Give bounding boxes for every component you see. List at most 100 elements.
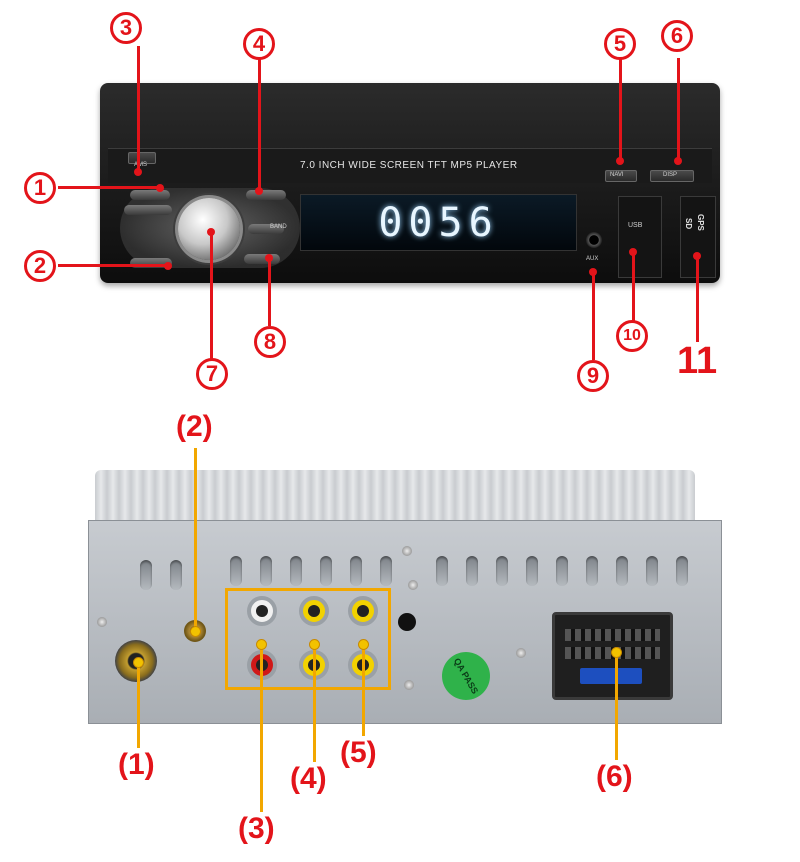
callout-7-line xyxy=(210,232,213,360)
lcd-display: 0056 xyxy=(300,194,577,251)
callout-1: 1 xyxy=(24,172,56,204)
callout-9-dot xyxy=(589,268,597,276)
screw xyxy=(402,546,412,556)
callout-7: 7 xyxy=(196,358,228,390)
callout-11: 11 xyxy=(677,340,718,382)
vent xyxy=(616,556,628,586)
callout-r4-line xyxy=(313,644,316,762)
callout-6-line xyxy=(677,58,680,160)
mid-left-button[interactable] xyxy=(124,205,172,215)
rca-yellow-top-mid[interactable] xyxy=(299,596,329,626)
callout-6: 6 xyxy=(661,20,693,52)
navi-label: NAVI xyxy=(610,172,624,178)
bottom-left-button[interactable] xyxy=(130,258,172,268)
vent xyxy=(170,560,182,590)
vent xyxy=(496,556,508,586)
vent xyxy=(646,556,658,586)
callout-r4-dot xyxy=(309,639,320,650)
callout-5: 5 xyxy=(604,28,636,60)
callout-4-dot xyxy=(255,187,263,195)
callout-2-line xyxy=(58,264,166,267)
rca-white-top[interactable] xyxy=(247,596,277,626)
band-label: BAND xyxy=(270,224,287,230)
callout-3-line xyxy=(137,46,140,172)
callout-8-dot xyxy=(265,254,273,262)
fuse xyxy=(580,668,642,684)
vent xyxy=(466,556,478,586)
aux-jack[interactable] xyxy=(586,232,602,248)
callout-2: 2 xyxy=(24,250,56,282)
sd-label: SD xyxy=(684,218,693,230)
callout-r5: (5) xyxy=(340,736,377,769)
callout-9-line xyxy=(592,272,595,360)
disp-button[interactable] xyxy=(650,170,694,182)
gps-label: GPS xyxy=(696,214,705,231)
vent xyxy=(350,556,362,586)
lcd-display-value: 0056 xyxy=(378,199,499,246)
screw xyxy=(404,680,414,690)
vent xyxy=(556,556,568,586)
vent xyxy=(230,556,242,586)
callout-8: 8 xyxy=(254,326,286,358)
top-left-button[interactable] xyxy=(130,190,170,200)
pin-row xyxy=(565,629,660,641)
callout-1-dot xyxy=(156,184,164,192)
ams-label: AMS xyxy=(134,162,148,168)
callout-r2-dot xyxy=(190,626,201,637)
chassis-top xyxy=(95,470,695,525)
bottom-right-button[interactable] xyxy=(244,254,280,264)
callout-r2: (2) xyxy=(176,410,213,443)
callout-2-dot xyxy=(164,262,172,270)
vent xyxy=(436,556,448,586)
vent xyxy=(586,556,598,586)
rca-yellow-top-right[interactable] xyxy=(348,596,378,626)
navi-button[interactable] xyxy=(605,170,637,182)
callout-3-dot xyxy=(134,168,142,176)
callout-9: 9 xyxy=(577,360,609,392)
ams-button[interactable] xyxy=(128,152,156,164)
callout-10-line xyxy=(632,252,635,322)
callout-6-dot xyxy=(674,157,682,165)
callout-1-line xyxy=(58,186,158,189)
callout-4-line xyxy=(258,58,261,190)
vent xyxy=(380,556,392,586)
callout-r5-dot xyxy=(358,639,369,650)
band-button[interactable] xyxy=(248,224,284,234)
vent xyxy=(676,556,688,586)
vent xyxy=(260,556,272,586)
screw xyxy=(97,617,107,627)
callout-r2-line xyxy=(194,448,197,630)
callout-5-dot xyxy=(616,157,624,165)
disp-label: DISP xyxy=(663,172,678,178)
callout-r6-line xyxy=(615,652,618,760)
callout-r1: (1) xyxy=(118,748,155,781)
rca-group-box xyxy=(225,588,391,690)
callout-10-dot xyxy=(629,248,637,256)
usb-label: USB xyxy=(628,222,643,229)
black-plug xyxy=(398,613,416,631)
callout-8-line xyxy=(268,258,271,326)
vent xyxy=(526,556,538,586)
callout-r3-dot xyxy=(256,639,267,650)
callout-10: 10 xyxy=(616,320,648,352)
callout-r6-dot xyxy=(611,647,622,658)
aux-label: AUX xyxy=(586,256,599,262)
callout-r3-line xyxy=(260,644,263,812)
callout-5-line xyxy=(619,58,622,160)
callout-4: 4 xyxy=(243,28,275,60)
usb-door[interactable] xyxy=(618,196,662,278)
callout-r1-line xyxy=(137,662,140,748)
callout-r4: (4) xyxy=(290,762,327,795)
vent xyxy=(140,560,152,590)
vent xyxy=(290,556,302,586)
vent xyxy=(320,556,332,586)
panel-title: 7.0 INCH WIDE SCREEN TFT MP5 PLAYER xyxy=(300,160,518,171)
callout-r6: (6) xyxy=(596,760,633,793)
callout-11-line xyxy=(696,256,699,342)
screw xyxy=(516,648,526,658)
callout-r1-dot xyxy=(133,657,144,668)
callout-3: 3 xyxy=(110,12,142,44)
callout-r3: (3) xyxy=(238,812,275,845)
callout-r5-line xyxy=(362,644,365,736)
top-right-button[interactable] xyxy=(246,190,286,200)
